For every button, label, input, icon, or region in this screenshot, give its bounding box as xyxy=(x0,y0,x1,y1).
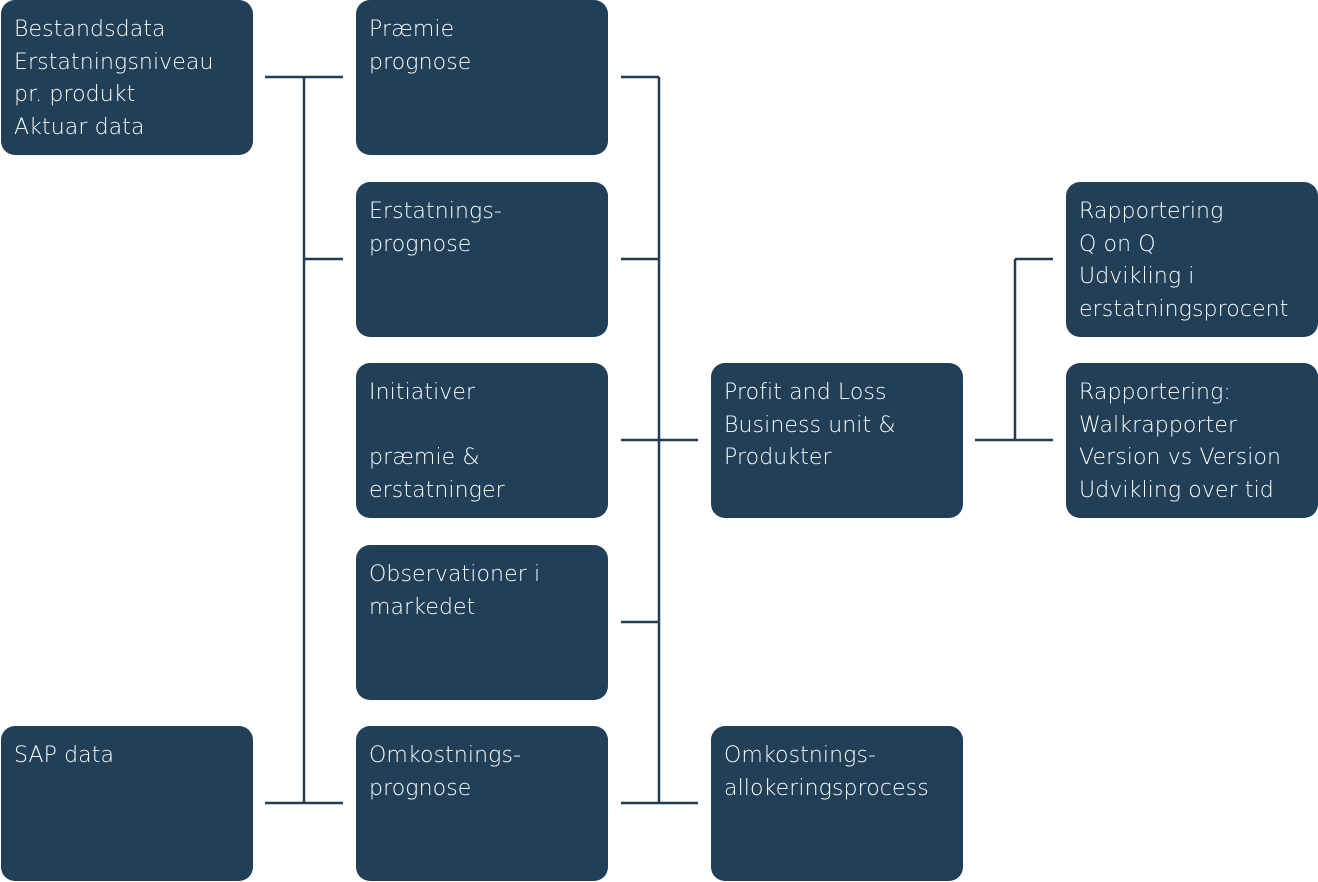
node-line: Observationer i xyxy=(369,562,541,587)
node-line: prognose xyxy=(369,231,472,257)
node-line: Omkostnings- xyxy=(369,743,522,768)
node-line: erstatninger xyxy=(369,477,505,503)
node-erstatnings-prognose: Erstatnings- prognose xyxy=(356,182,608,337)
node-line: præmie & xyxy=(369,445,480,470)
node-line: Omkostnings- xyxy=(724,743,877,768)
node-line: Version vs Version xyxy=(1079,445,1282,470)
node-omkostnings-allokering: Omkostnings- allokeringsprocess xyxy=(711,726,963,881)
node-rapportering-walk: Rapportering: Walkrapporter Version vs V… xyxy=(1066,363,1318,518)
node-line: SAP data xyxy=(14,743,115,768)
node-line: prognose xyxy=(369,775,472,801)
node-initiativer: Initiativer præmie & erstatninger xyxy=(356,363,608,518)
node-line: Rapportering: xyxy=(1079,380,1231,405)
node-line: markedet xyxy=(369,594,476,620)
node-line: Profit and Loss xyxy=(724,380,887,405)
node-profit-and-loss: Profit and Loss Business unit & Produkte… xyxy=(711,363,963,518)
node-line: Q on Q xyxy=(1079,231,1156,257)
node-line: prognose xyxy=(369,49,472,75)
node-line: Aktuar data xyxy=(14,114,145,140)
node-omkostnings-prognose: Omkostnings- prognose xyxy=(356,726,608,881)
node-line: Walkrapporter xyxy=(1079,412,1238,438)
node-line: Produkter xyxy=(724,445,832,470)
node-sap-data: SAP data xyxy=(1,726,253,881)
node-line: Erstatningsniveau xyxy=(14,49,214,75)
node-line xyxy=(369,410,596,443)
node-rapportering-q-on-q: Rapportering Q on Q Udvikling i erstatni… xyxy=(1066,182,1318,337)
node-line: Initiativer xyxy=(369,380,476,405)
node-line: Erstatnings- xyxy=(369,199,502,224)
node-observationer: Observationer i markedet xyxy=(356,545,608,700)
node-line: Rapportering xyxy=(1079,199,1224,224)
node-line: Udvikling i xyxy=(1079,264,1195,289)
node-line: Business unit & xyxy=(724,412,896,438)
node-line: Præmie xyxy=(369,17,455,42)
node-line: erstatningsprocent xyxy=(1079,296,1289,322)
node-line: Udvikling over tid xyxy=(1079,477,1274,503)
node-praemie-prognose: Præmie prognose xyxy=(356,0,608,155)
node-line: pr. produkt xyxy=(14,82,136,107)
node-line: allokeringsprocess xyxy=(724,775,929,801)
node-bestandsdata: Bestandsdata Erstatningsniveau pr. produ… xyxy=(1,0,253,155)
node-line: Bestandsdata xyxy=(14,17,166,42)
